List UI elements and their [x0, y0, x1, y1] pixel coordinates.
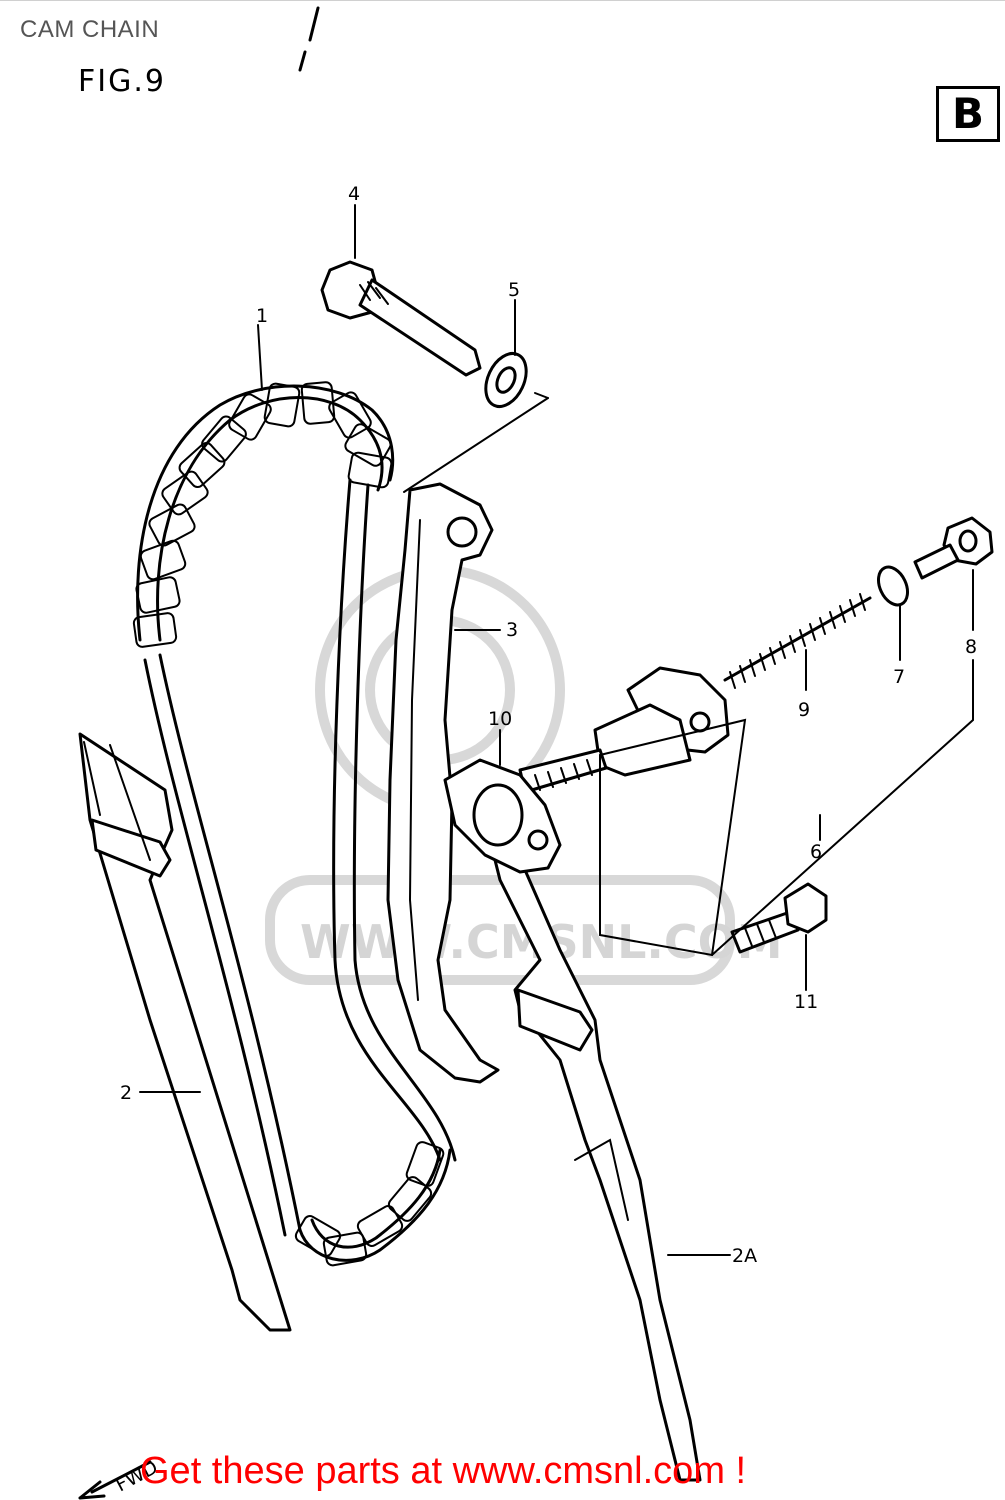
tensioner-adjuster: [443, 666, 730, 874]
promo-link[interactable]: Get these parts at www.cmsnl.com !: [140, 1450, 747, 1492]
washer-5-hole: [495, 366, 517, 394]
callout-8: 8: [965, 636, 977, 658]
callout-3: 3: [506, 619, 518, 641]
page-title: CAM CHAIN: [20, 16, 160, 43]
section-badge: B: [936, 86, 1000, 142]
cap-bolt: [913, 516, 994, 580]
tensioner-arm: [386, 482, 500, 1084]
callout-9: 9: [798, 699, 810, 721]
callout-2: 2: [120, 1082, 132, 1104]
chain-guide-rear: [493, 858, 702, 1482]
top-divider: [0, 0, 1005, 1]
callout-4: 4: [348, 183, 360, 205]
pivot-bolt: [320, 260, 482, 377]
tensioner-spring: [723, 593, 872, 689]
scan-mark: [298, 6, 320, 72]
callout-2a: 2A: [732, 1245, 757, 1267]
callout-11: 11: [794, 991, 818, 1013]
cam-chain: [132, 381, 457, 1267]
callout-5: 5: [508, 279, 520, 301]
callout-10: 10: [488, 708, 512, 730]
flange-bolt: [730, 882, 828, 954]
callout-1: 1: [256, 305, 268, 327]
leader-lines: [139, 204, 974, 1256]
chain-guide-front: [78, 732, 292, 1332]
callout-7: 7: [893, 666, 905, 688]
o-ring-7: [876, 565, 910, 607]
callout-6: 6: [810, 841, 822, 863]
figure-label: FIG.9: [78, 64, 166, 99]
